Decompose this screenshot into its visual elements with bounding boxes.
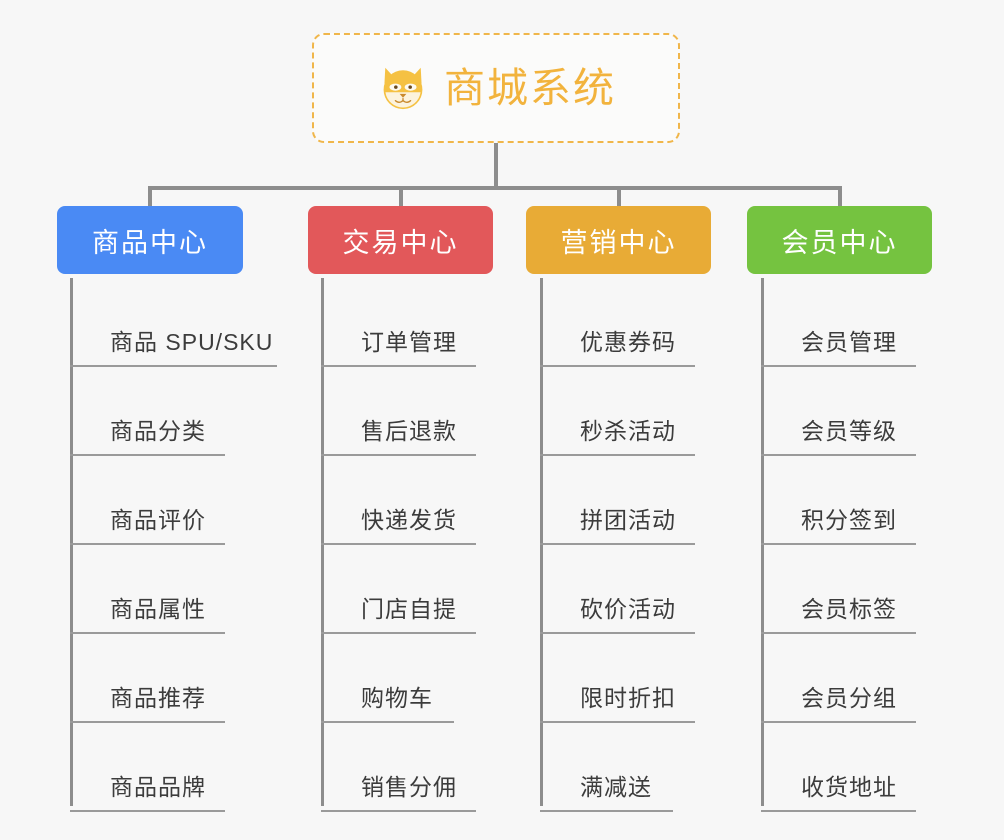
leaf-item-label: 拼团活动 [580, 507, 676, 533]
leaf-item-label: 订单管理 [361, 329, 457, 355]
leaf-item[interactable]: 销售分佣 [321, 723, 476, 812]
leaf-item-label: 商品推荐 [110, 685, 206, 711]
leaf-item-label: 商品分类 [110, 418, 206, 444]
leaf-item[interactable]: 商品 SPU/SKU [70, 278, 277, 367]
leaf-spine [70, 278, 73, 806]
leaf-underline [321, 543, 476, 545]
leaf-item[interactable]: 会员标签 [761, 545, 916, 634]
category-box-member-center[interactable]: 会员中心 [747, 206, 932, 274]
leaf-item[interactable]: 砍价活动 [540, 545, 695, 634]
connector-drop-4 [838, 186, 842, 208]
connector-drop-2 [399, 186, 403, 208]
leaf-item-label: 商品 SPU/SKU [110, 329, 274, 355]
leaf-item[interactable]: 商品分类 [70, 367, 273, 456]
leaf-item-label: 收货地址 [801, 774, 897, 800]
leaf-item[interactable]: 优惠券码 [540, 278, 695, 367]
leaf-underline [761, 543, 916, 545]
leaf-underline [321, 810, 476, 812]
leaf-underline [761, 454, 916, 456]
leaf-item[interactable]: 购物车 [321, 634, 457, 723]
leaf-item[interactable]: 快递发货 [321, 456, 476, 545]
leaf-underline [540, 543, 695, 545]
category-label: 交易中心 [342, 227, 459, 258]
leaf-item[interactable]: 会员分组 [761, 634, 916, 723]
leaf-item-label: 快递发货 [361, 507, 457, 533]
leaf-column-marketing-center: 优惠券码 秒杀活动 拼团活动 砍价活动 限时折扣 满减送 [540, 278, 695, 812]
leaf-underline [70, 543, 225, 545]
leaf-item-label: 会员分组 [801, 685, 897, 711]
leaf-underline [761, 365, 916, 367]
shiba-dog-face-icon [376, 61, 430, 115]
leaf-item-label: 门店自提 [361, 596, 457, 622]
category-label: 营销中心 [560, 227, 677, 258]
category-label: 会员中心 [781, 227, 898, 258]
root-node-shopping-mall-system[interactable]: 商城系统 [312, 33, 680, 143]
leaf-item[interactable]: 收货地址 [761, 723, 916, 812]
leaf-underline [70, 632, 225, 634]
leaf-item[interactable]: 满减送 [540, 723, 676, 812]
leaf-item-label: 售后退款 [361, 418, 457, 444]
leaf-column-product-center: 商品 SPU/SKU 商品分类 商品评价 商品属性 商品推荐 商品品牌 [70, 278, 277, 812]
leaf-item-label: 商品属性 [110, 596, 206, 622]
leaf-underline [321, 365, 476, 367]
leaf-item-label: 会员标签 [801, 596, 897, 622]
leaf-item[interactable]: 秒杀活动 [540, 367, 695, 456]
leaf-item-label: 满减送 [580, 774, 652, 800]
leaf-underline [70, 454, 225, 456]
leaf-underline [540, 810, 673, 812]
leaf-column-trade-center: 订单管理 售后退款 快递发货 门店自提 购物车 销售分佣 [321, 278, 476, 812]
leaf-item[interactable]: 门店自提 [321, 545, 476, 634]
leaf-item-label: 优惠券码 [580, 329, 676, 355]
leaf-underline [540, 632, 695, 634]
leaf-underline [761, 721, 916, 723]
connector-drop-1 [148, 186, 152, 208]
leaf-item-label: 秒杀活动 [580, 418, 676, 444]
leaf-underline [321, 454, 476, 456]
root-node-title: 商城系统 [444, 64, 616, 111]
leaf-item-label: 商品品牌 [110, 774, 206, 800]
leaf-underline [540, 721, 695, 723]
leaf-item-label: 积分签到 [801, 507, 897, 533]
leaf-item[interactable]: 限时折扣 [540, 634, 695, 723]
leaf-underline [321, 632, 476, 634]
leaf-item-label: 购物车 [361, 685, 433, 711]
leaf-item[interactable]: 商品属性 [70, 545, 273, 634]
leaf-item-label: 砍价活动 [580, 596, 676, 622]
leaf-item-label: 销售分佣 [361, 774, 457, 800]
leaf-item[interactable]: 订单管理 [321, 278, 476, 367]
leaf-item[interactable]: 拼团活动 [540, 456, 695, 545]
leaf-item[interactable]: 会员管理 [761, 278, 916, 367]
leaf-item-label: 商品评价 [110, 507, 206, 533]
leaf-item[interactable]: 积分签到 [761, 456, 916, 545]
connector-drop-3 [617, 186, 621, 208]
leaf-item[interactable]: 商品推荐 [70, 634, 273, 723]
leaf-underline [540, 365, 695, 367]
leaf-column-member-center: 会员管理 会员等级 积分签到 会员标签 会员分组 收货地址 [761, 278, 916, 812]
leaf-underline [70, 810, 225, 812]
leaf-item-label: 限时折扣 [580, 685, 676, 711]
leaf-item-label: 会员管理 [801, 329, 897, 355]
leaf-underline [761, 632, 916, 634]
leaf-underline [321, 721, 454, 723]
leaf-spine [321, 278, 324, 806]
leaf-spine [761, 278, 764, 806]
connector-horizontal-bus [148, 186, 842, 190]
leaf-spine [540, 278, 543, 806]
leaf-item[interactable]: 会员等级 [761, 367, 916, 456]
category-box-trade-center[interactable]: 交易中心 [308, 206, 493, 274]
leaf-item-label: 会员等级 [801, 418, 897, 444]
category-label: 商品中心 [92, 227, 208, 258]
category-box-marketing-center[interactable]: 营销中心 [526, 206, 711, 274]
leaf-underline [540, 454, 695, 456]
leaf-item[interactable]: 商品品牌 [70, 723, 273, 812]
connector-root-stem [494, 143, 498, 189]
category-box-product-center[interactable]: 商品中心 [57, 206, 243, 274]
leaf-underline [70, 721, 225, 723]
leaf-item[interactable]: 售后退款 [321, 367, 476, 456]
leaf-underline [761, 810, 916, 812]
leaf-underline [70, 365, 277, 367]
leaf-item[interactable]: 商品评价 [70, 456, 273, 545]
